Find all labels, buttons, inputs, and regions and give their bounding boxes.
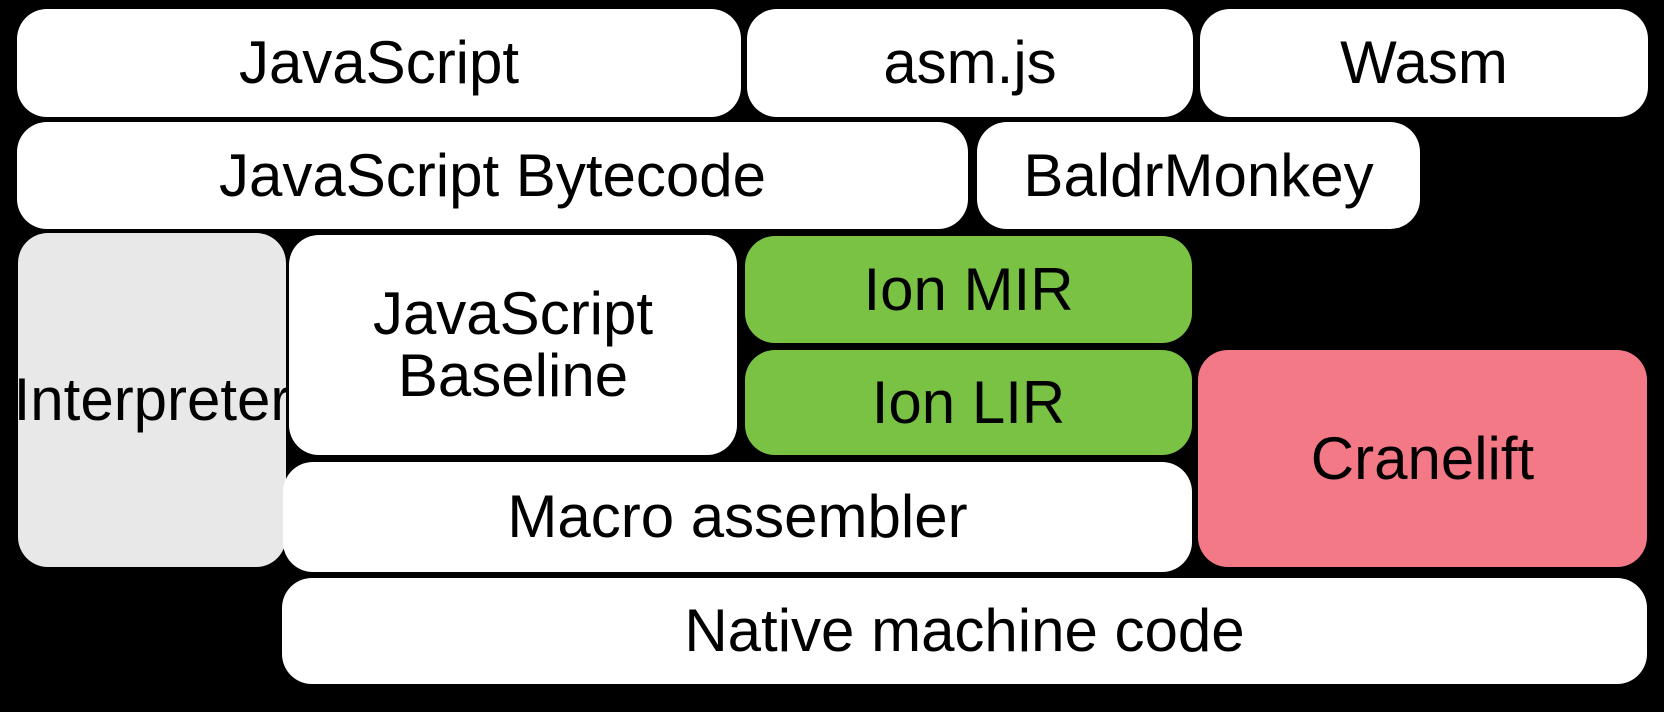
box-baldrmonkey-label: BaldrMonkey — [1023, 141, 1374, 209]
box-asmjs-label: asm.js — [883, 29, 1057, 96]
box-macro-assembler: Macro assembler — [283, 462, 1192, 572]
box-asmjs: asm.js — [747, 9, 1193, 117]
box-ion-lir: Ion LIR — [745, 350, 1192, 455]
box-javascript-baseline-line2: Baseline — [397, 342, 629, 409]
box-cranelift-label: Cranelift — [1310, 424, 1535, 492]
box-baldrmonkey: BaldrMonkey — [977, 122, 1420, 229]
box-ion-mir: Ion MIR — [745, 236, 1192, 343]
box-wasm-label: Wasm — [1340, 29, 1508, 96]
box-javascript-bytecode: JavaScript Bytecode — [17, 122, 968, 229]
box-javascript-baseline-label: JavaScript Baseline — [373, 283, 653, 407]
box-interpreter-label: Interpreter — [13, 366, 291, 433]
box-javascript-baseline: JavaScript Baseline — [289, 235, 737, 455]
box-ion-lir-label: Ion LIR — [871, 368, 1066, 436]
box-macro-assembler-label: Macro assembler — [507, 483, 968, 550]
box-cranelift: Cranelift — [1198, 350, 1647, 567]
box-native-machine-code-label: Native machine code — [684, 597, 1245, 664]
box-javascript-label: JavaScript — [238, 29, 520, 96]
box-ion-mir-label: Ion MIR — [863, 255, 1074, 323]
box-javascript-baseline-line1: JavaScript — [372, 280, 654, 347]
box-native-machine-code: Native machine code — [282, 578, 1647, 684]
box-wasm: Wasm — [1200, 9, 1648, 117]
box-javascript-bytecode-label: JavaScript Bytecode — [219, 141, 766, 209]
box-interpreter: Interpreter — [14, 233, 290, 567]
box-javascript: JavaScript — [17, 9, 741, 117]
